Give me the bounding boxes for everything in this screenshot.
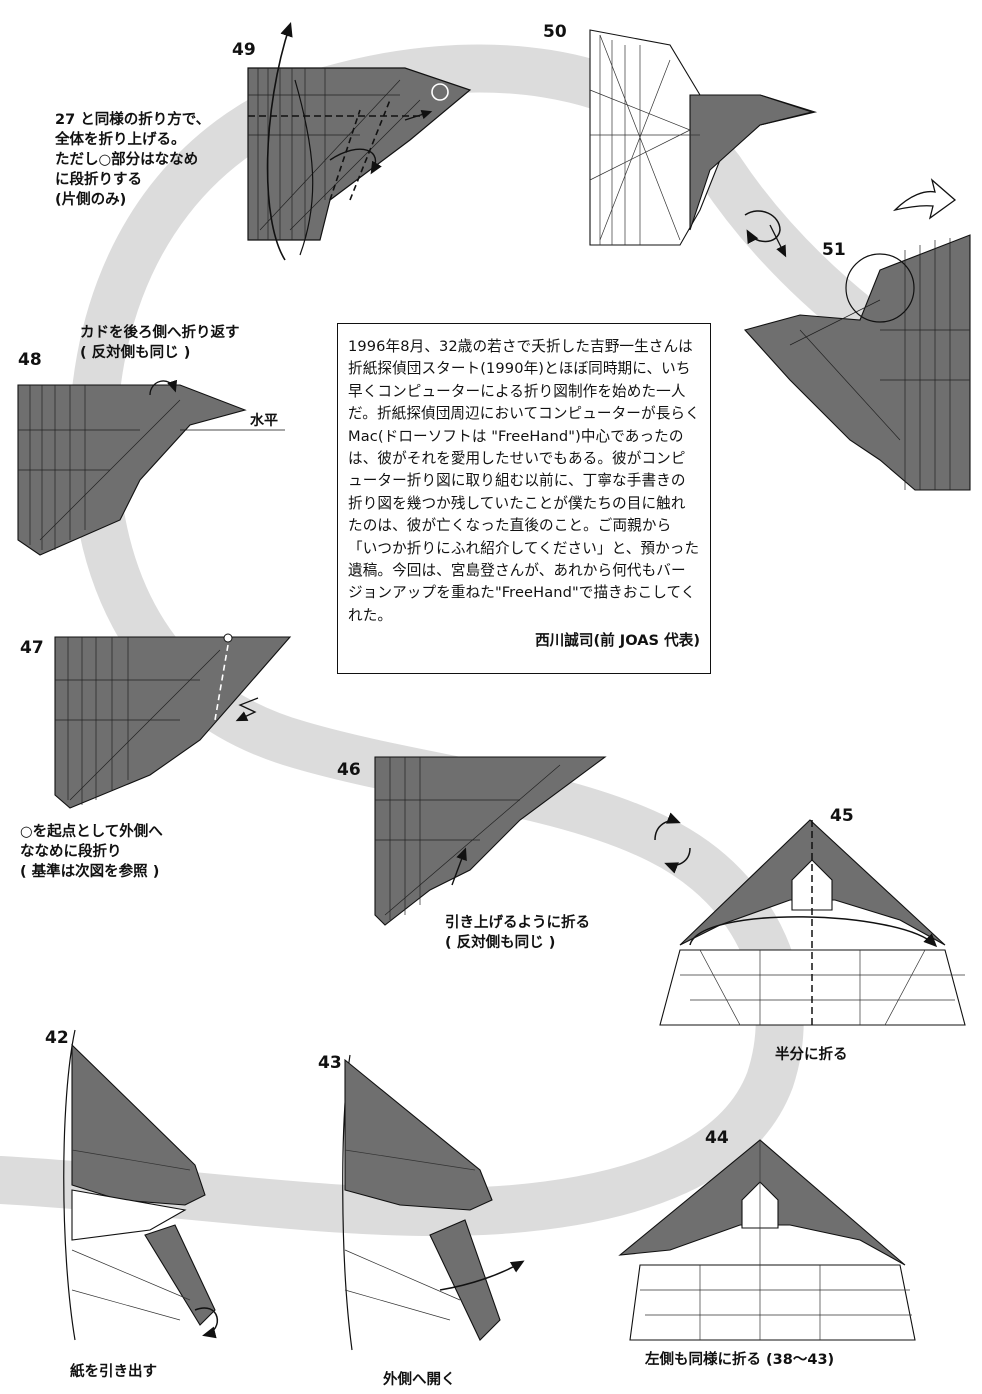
fold-step-48 [17, 379, 285, 556]
step-caption-43: 外側へ開く [383, 1372, 456, 1388]
fold-step-46 [374, 756, 607, 926]
step-caption-44: 左側も同様に折る (38〜43) [645, 1352, 835, 1368]
next-arrow-icon [892, 178, 957, 220]
step-caption-42: 紙を引き出す [70, 1364, 157, 1380]
step-number-51: 51 [822, 240, 846, 260]
fold-step-51 [743, 234, 971, 491]
fold-step-43 [342, 1054, 525, 1351]
step-number-45: 45 [830, 806, 854, 826]
step-caption-47: ○を起点として外側へ ななめに段折り ( 基準は次図を参照 ) [20, 824, 163, 880]
fold-step-47 [54, 633, 292, 809]
step-number-50: 50 [543, 22, 567, 42]
step-number-48: 48 [18, 350, 42, 370]
step-number-47: 47 [20, 638, 44, 658]
step-caption-49: 27 と同様の折り方で、 全体を折り上げる。 ただし○部分はななめ に段折りする… [55, 112, 211, 208]
step-number-44: 44 [705, 1128, 729, 1148]
step-caption-45: 半分に折る [775, 1047, 848, 1063]
step-number-42: 42 [45, 1028, 69, 1048]
essay-body: 1996年8月、32歳の若さで夭折した吉野一生さんは折紙探偵団スタート(1990… [348, 338, 700, 624]
step-number-49: 49 [232, 40, 256, 60]
step-number-43: 43 [318, 1053, 342, 1073]
fold-step-45 [659, 819, 966, 1026]
fold-step-44 [618, 1139, 916, 1341]
step-caption-46: 引き上げるように折る ( 反対側も同じ ) [445, 915, 590, 951]
fold-step-42 [63, 1029, 219, 1341]
horizontal-label: 水平 [250, 413, 278, 429]
essay-box: 1996年8月、32歳の若さで夭折した吉野一生さんは折紙探偵団スタート(1990… [337, 323, 711, 674]
step-number-46: 46 [337, 760, 361, 780]
rotate-icon [654, 812, 691, 874]
fold-step-50 [589, 29, 818, 258]
fold-step-49 [247, 21, 472, 261]
step-caption-48: カドを後ろ側へ折り返す ( 反対側も同じ ) [80, 325, 240, 361]
essay-signature: 西川誠司(前 JOAS 代表) [535, 632, 700, 650]
